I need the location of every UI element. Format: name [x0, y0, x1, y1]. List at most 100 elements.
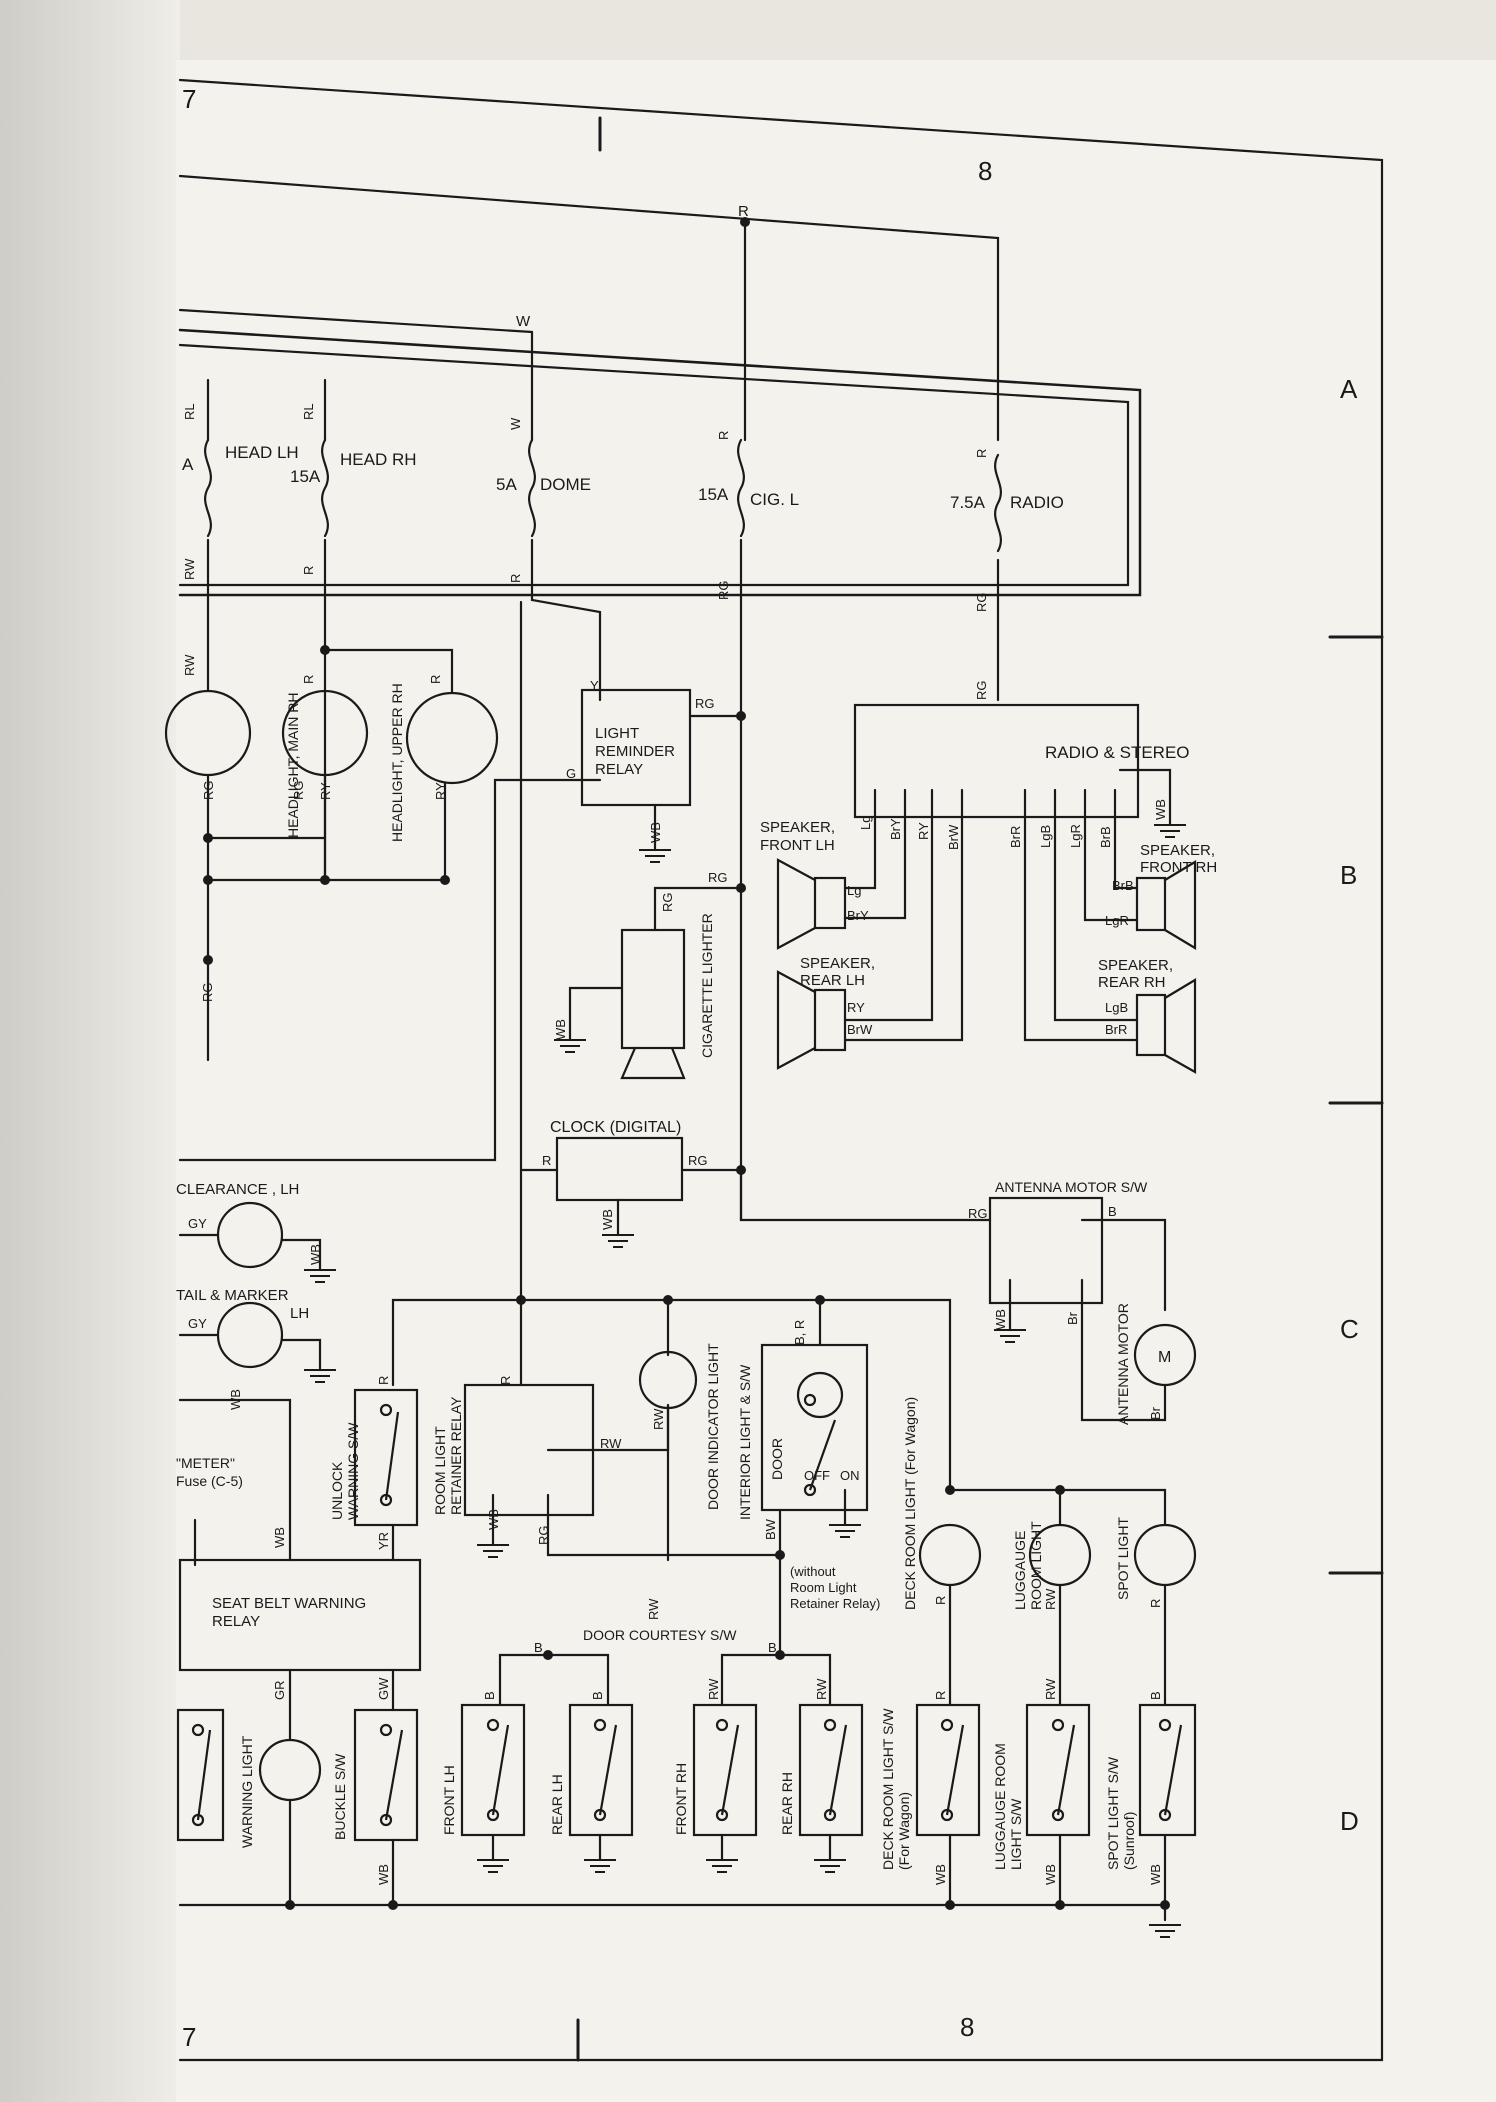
svg-text:REAR RH: REAR RH: [1098, 974, 1166, 991]
wire-tag: RW: [814, 1678, 829, 1700]
wire-tag: R: [498, 1376, 513, 1385]
fuse-radio-name: RADIO: [1010, 493, 1064, 512]
speaker-front-rh-body: [1135, 876, 1167, 932]
headlight-upper-label: HEADLIGHT, UPPER RH: [389, 683, 405, 842]
fuse-head-rh-amp: 15A: [290, 467, 321, 486]
wire-tag: RG: [708, 870, 728, 885]
switch-terminal: [940, 1808, 954, 1822]
speaker-front-rh-label: SPEAKER,: [1140, 842, 1215, 859]
wire-tag: BW: [763, 1518, 778, 1540]
cigarette-lighter-tip: [620, 1046, 686, 1080]
wire-tag: B: [534, 1640, 543, 1655]
antenna-switch-label: ANTENNA MOTOR S/W: [995, 1179, 1148, 1195]
wire-junction: [203, 875, 213, 885]
wire-junction: [1055, 1900, 1065, 1910]
deck-room-light-label: DECK ROOM LIGHT (For Wagon): [902, 1397, 918, 1610]
wire-tag: GR: [272, 1681, 287, 1701]
buckle-switch: [353, 1708, 419, 1842]
seat-belt-warning-relay: [178, 1558, 422, 1672]
switch-terminal: [379, 1813, 393, 1827]
wire-tag: WB: [376, 1864, 391, 1885]
warning-light-label: WARNING LIGHT: [239, 1735, 255, 1848]
door-indicator-light: [638, 1350, 698, 1410]
wire-tag: RY: [847, 1000, 865, 1015]
wire-tag: RG: [974, 681, 989, 701]
switch-terminal: [593, 1808, 607, 1822]
clock-digital: [555, 1136, 684, 1202]
fuse-head-rh-name: HEAD RH: [340, 450, 417, 469]
speaker-front-lh-cone: [776, 858, 817, 950]
column-number-bottom: 8: [960, 2012, 974, 2042]
clearance-light-lh: [216, 1201, 284, 1269]
speaker-rear-rh-body: [1135, 993, 1167, 1057]
interior-light-switch: [760, 1343, 869, 1512]
light-reminder-label-2: REMINDER: [595, 743, 675, 760]
clearance-label: CLEARANCE , LH: [176, 1181, 299, 1198]
speaker-rear-rh-label: SPEAKER,: [1098, 957, 1173, 974]
wire-junction: [320, 875, 330, 885]
wire-tag: YR: [376, 1532, 391, 1550]
fuse-dome-name: DOME: [540, 475, 591, 494]
fuse-cig-amp: 15A: [698, 485, 729, 504]
switch-contact: [384, 1411, 400, 1501]
wire-tag: W: [508, 417, 523, 430]
unlock-warning-switch: [353, 1388, 419, 1527]
wire-tag: LgR: [1105, 913, 1129, 928]
wire-tag: WB: [553, 1019, 568, 1040]
switch-contact: [598, 1724, 618, 1816]
wire-tag: RG: [291, 781, 306, 801]
book-spine: [0, 0, 180, 2102]
front-lh-label: FRONT LH: [441, 1765, 457, 1835]
wire-tag: GY: [188, 1216, 207, 1231]
wire-tag: RG: [974, 593, 989, 613]
svg-text:FRONT RH: FRONT RH: [1140, 859, 1217, 876]
meter-fuse-label: "METER": [176, 1455, 235, 1471]
wire-tag: WB: [648, 822, 663, 843]
wire-tag: LgB: [1105, 1000, 1128, 1015]
fuse-dome-amp: 5A: [496, 475, 517, 494]
switch-contact: [945, 1724, 965, 1816]
wire-junction: [815, 1295, 825, 1305]
switch-terminal: [486, 1718, 500, 1732]
switch-contact: [196, 1729, 212, 1821]
wire-tag: RG: [660, 893, 675, 913]
svg-text:LH: LH: [290, 1305, 309, 1322]
room-light-relay-label-2: RETAINER RELAY: [448, 1396, 464, 1515]
warning-light: [258, 1738, 322, 1802]
wire-tag: B: [590, 1691, 605, 1700]
prev-column-top: 7: [182, 84, 196, 114]
wire-tag: LgR: [1068, 824, 1083, 848]
prev-column-bottom: 7: [182, 2022, 196, 2052]
switch-terminal: [1051, 1808, 1065, 1822]
wire-tag: BrR: [1008, 826, 1023, 848]
wire-tag: B: [1148, 1691, 1163, 1700]
unlock-warning-label: UNLOCK: [329, 1461, 345, 1520]
wire-tag: Y: [590, 678, 599, 693]
wire-tag: WB: [228, 1389, 243, 1410]
switch-contact: [720, 1724, 740, 1816]
headlight-upper-rh: [405, 691, 499, 785]
door-courtesy-label: DOOR COURTESY S/W: [583, 1627, 737, 1643]
row-label-b: B: [1340, 860, 1357, 890]
deck-room-light: [918, 1523, 982, 1587]
wire-tag: R: [301, 675, 316, 684]
without-relay-label: (without: [790, 1564, 836, 1579]
clock-label: CLOCK (DIGITAL): [550, 1119, 681, 1136]
wire-junction: [203, 833, 213, 843]
wire-tag: B: [1108, 1204, 1117, 1219]
switch-terminal: [823, 1808, 837, 1822]
svg-text:Fuse (C-5): Fuse (C-5): [176, 1473, 243, 1489]
wire-tag: RG: [688, 1153, 708, 1168]
wire-tag: Br: [1148, 1406, 1163, 1420]
speaker-front-rh-cone: [1163, 860, 1197, 950]
wire-tag: WB: [1148, 1864, 1163, 1885]
wire-tag: RW: [182, 558, 197, 580]
wire-junction: [320, 645, 330, 655]
wire-tag: Lg: [858, 816, 873, 830]
luggage-room-switch-label-2: LIGHT S/W: [1008, 1798, 1024, 1870]
radio-label: RADIO & STEREO: [1045, 743, 1190, 762]
wire-tag: RW: [706, 1678, 721, 1700]
switch-terminal: [191, 1813, 205, 1827]
wire-tag: RG: [695, 696, 715, 711]
